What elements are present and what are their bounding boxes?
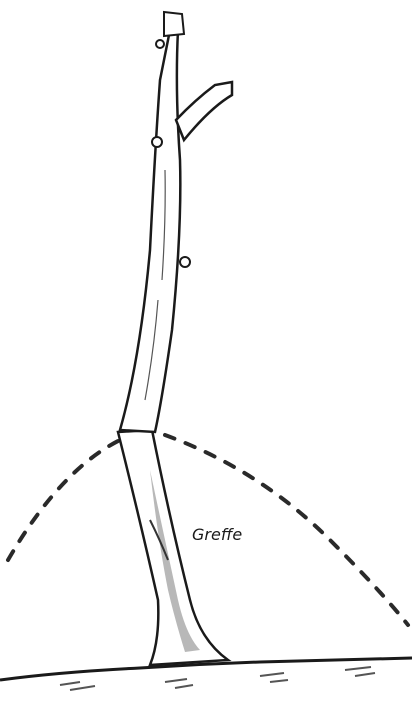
- rootstock-trunk: [118, 430, 228, 665]
- bud: [156, 40, 164, 48]
- side-branch: [176, 82, 232, 140]
- bud: [152, 137, 162, 147]
- graft-label: Greffe: [192, 525, 242, 544]
- bud: [180, 257, 190, 267]
- scion-tip: [164, 12, 184, 36]
